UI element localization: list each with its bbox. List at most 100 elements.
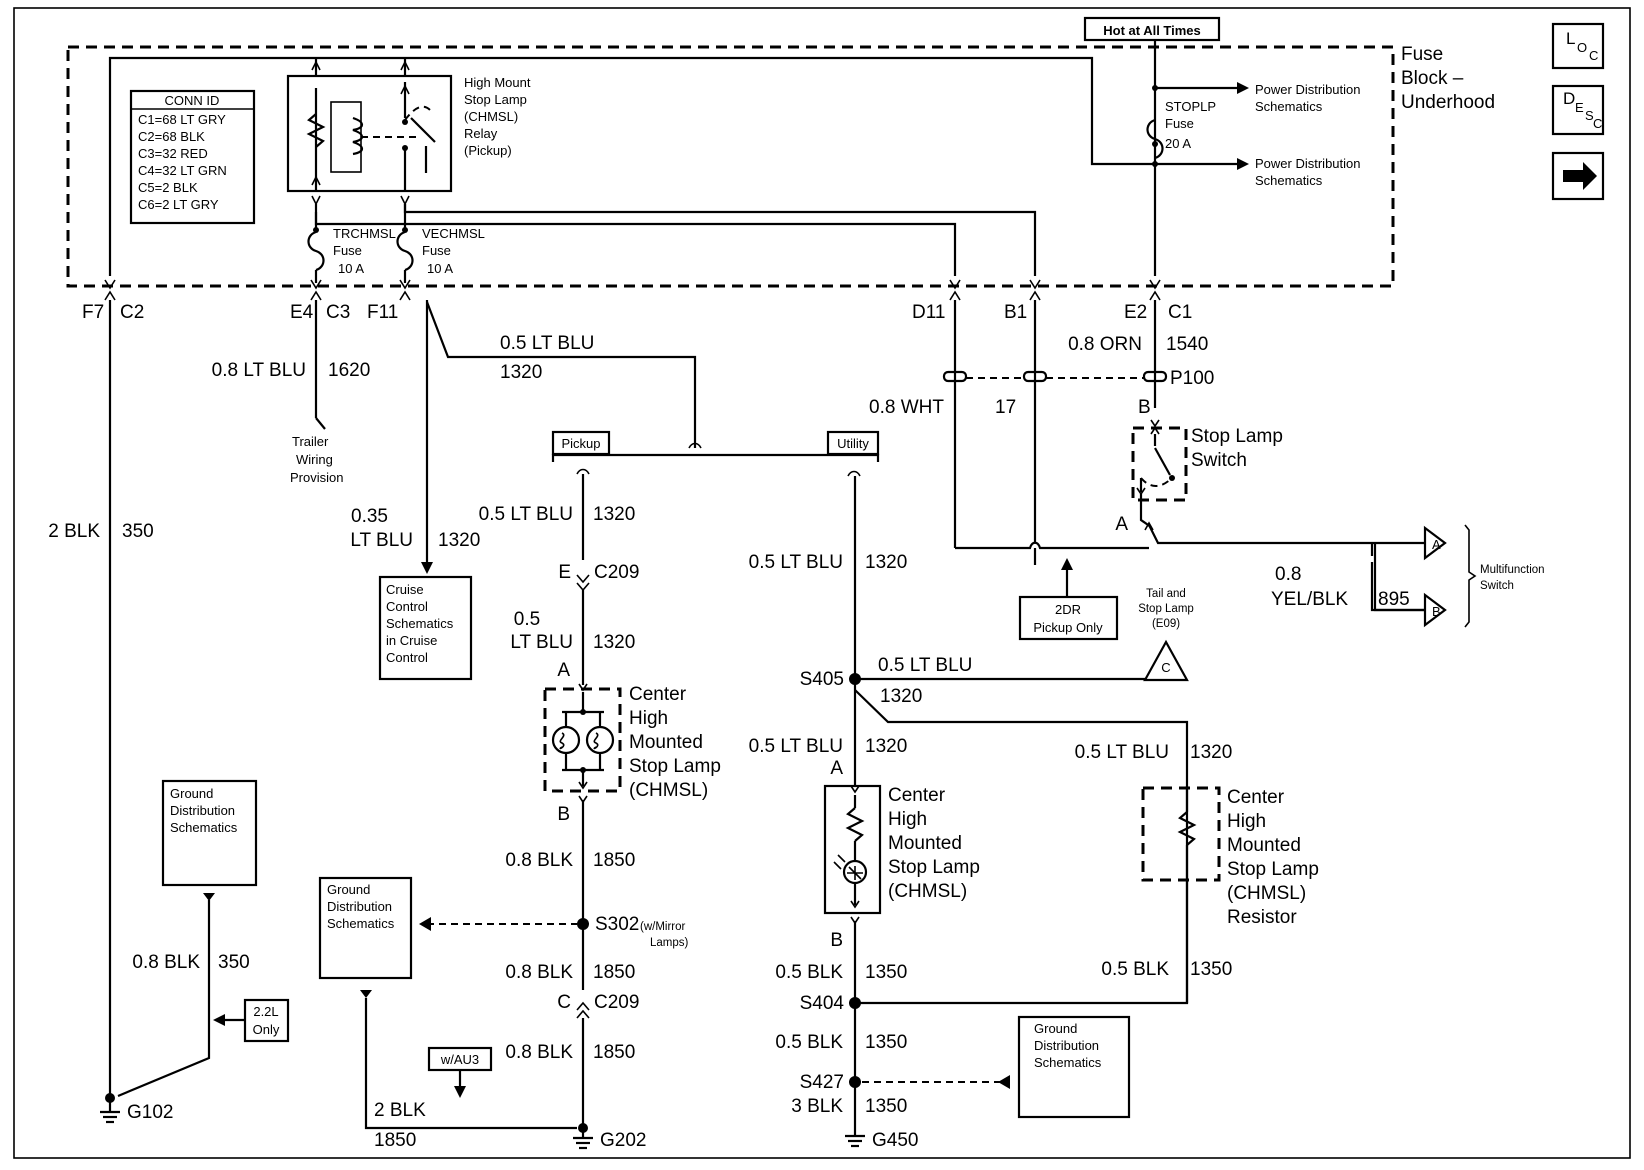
chmsl-resistor-label: (CHMSL): [1227, 883, 1306, 904]
next-arrow-button[interactable]: [1551, 151, 1605, 201]
stoplp-label: 20 A: [1165, 136, 1191, 151]
power-distribution-label-a: Schematics: [1255, 99, 1323, 114]
tail-stop-triangle[interactable]: [1143, 639, 1189, 682]
ground-distribution-box-a[interactable]: [161, 779, 258, 887]
pin-f7: F7: [82, 302, 104, 323]
svg-text:S: S: [1585, 108, 1594, 123]
bus-wire: [108, 56, 1055, 276]
tail-stop-label: Tail and: [1146, 588, 1186, 600]
conn-id-row: C4=32 LT GRN: [138, 163, 227, 178]
chmsl-utility-label: Stop Lamp: [888, 857, 980, 878]
ground-dist-label: Ground: [1034, 1021, 1077, 1036]
wire-label: 1850: [593, 1042, 635, 1063]
wire-label: 895: [1378, 589, 1410, 610]
wire-label: 0.5 LT BLU: [749, 552, 843, 573]
option-bracket: [551, 453, 880, 462]
s404-label: S404: [800, 993, 845, 1014]
fuse-block-label-3: Underhood: [1401, 92, 1495, 113]
chmsl-relay: [286, 58, 453, 206]
ground-dist-label: Ground: [170, 786, 213, 801]
relay-label-4: Relay: [464, 126, 498, 141]
pin-b1: B1: [1004, 302, 1027, 323]
ground-g102-label: G102: [127, 1102, 173, 1123]
wire-label: 2 BLK: [48, 521, 100, 542]
trchmsl-label: Fuse: [333, 243, 362, 258]
fuse-block-label-1: Fuse: [1401, 44, 1443, 65]
wire-label: 1850: [374, 1130, 416, 1151]
wire-label: 1320: [500, 362, 542, 383]
multifunction-label: Multifunction: [1480, 564, 1545, 576]
wire-1320-main: [425, 301, 697, 448]
power-distribution-label-b: Power Distribution: [1255, 156, 1361, 171]
hot-at-all-times-label: Hot at All Times: [1103, 23, 1201, 38]
pickup-option-label: Pickup: [561, 436, 600, 451]
tail-stop-label: Stop Lamp: [1138, 603, 1194, 615]
pin-b: B: [557, 804, 570, 825]
pin-c1: C1: [1168, 302, 1192, 323]
ground-dist-label: Schematics: [1034, 1055, 1102, 1070]
chmsl-utility-label: Center: [888, 785, 946, 806]
s302-note: Lamps): [650, 937, 689, 949]
stoplp-label: Fuse: [1165, 116, 1194, 131]
multifunction-tri-a[interactable]: [1423, 525, 1447, 561]
wire-label: 0.8 BLK: [505, 1042, 573, 1063]
wire-label: LT BLU: [510, 632, 573, 653]
ground-distribution-box-b[interactable]: [318, 876, 413, 980]
wire-label: 1350: [865, 1096, 907, 1117]
conn-id-row: C6=2 LT GRY: [138, 197, 219, 212]
chmsl-resistor-label: Resistor: [1227, 907, 1297, 928]
wire-label: 0.5 LT BLU: [500, 333, 594, 354]
cruise-control-box[interactable]: [378, 575, 473, 681]
wire-label: 1850: [593, 962, 635, 983]
ground-g202-label: G202: [600, 1130, 646, 1151]
power-distribution-label-b: Schematics: [1255, 173, 1323, 188]
cruise-label: in Cruise: [386, 633, 437, 648]
fuse-block-label-2: Block –: [1401, 68, 1464, 89]
conn-id-row: C2=68 BLK: [138, 129, 205, 144]
vechmsl-label: VECHMSL: [422, 226, 485, 241]
wire-label: 0.5 BLK: [775, 1032, 843, 1053]
pin-b: B: [1138, 397, 1151, 418]
location-button[interactable]: L O C: [1551, 22, 1605, 70]
trailer-label: Provision: [290, 470, 343, 485]
only-2-2l-label: Only: [253, 1022, 280, 1037]
fuse-block-outline: [66, 45, 1395, 288]
multifunction-tri-b[interactable]: [1423, 592, 1447, 628]
relay-to-b1-wire: [403, 204, 1037, 276]
s302-note: (w/Mirror: [640, 921, 686, 933]
s405-label: S405: [800, 669, 844, 690]
svg-text:D: D: [1563, 89, 1575, 108]
relay-label-2: Stop Lamp: [464, 92, 527, 107]
wire-label: 0.35: [351, 506, 388, 527]
conn-id-title: CONN ID: [165, 93, 220, 108]
chmsl-resistor-label: Center: [1227, 787, 1285, 808]
stoplp-fuse-icon: [1146, 118, 1164, 160]
wire-label: 1350: [865, 1032, 907, 1053]
pin-c3: C3: [326, 302, 350, 323]
pickup-option-box: [551, 430, 611, 456]
cruise-label: Control: [386, 650, 428, 665]
trailer-label: Wiring: [296, 452, 333, 467]
connector-id-table: CONN ID C1=68 LT GRY C2=68 BLK C3=32 RED…: [129, 89, 256, 225]
stop-lamp-switch-label: Switch: [1191, 450, 1247, 471]
wire-label: 0.8 BLK: [132, 952, 200, 973]
multifunction-brace: [1464, 524, 1477, 628]
wire-label: 1350: [1190, 959, 1232, 980]
ground-distribution-box-c[interactable]: [1017, 1015, 1131, 1119]
wire-label: 0.5 LT BLU: [1075, 742, 1169, 763]
page-border: [13, 7, 1631, 1159]
description-button[interactable]: D E S C: [1551, 84, 1605, 136]
s302-label: S302: [595, 914, 639, 935]
conn-id-row: C5=2 BLK: [138, 180, 198, 195]
s427-label: S427: [800, 1072, 844, 1093]
wire-to-multi: [955, 541, 1149, 550]
wire-label: 2 BLK: [374, 1100, 426, 1121]
stop-lamp-switch: [1131, 426, 1188, 502]
two-door-pickup-box: [1018, 595, 1119, 641]
ground-g450-icon: [845, 1117, 865, 1148]
wire-350-ground: [117, 900, 211, 1098]
wire-label: 0.8 BLK: [505, 962, 573, 983]
ground-g450-label: G450: [872, 1130, 918, 1151]
two-door-label: 2DR: [1055, 602, 1081, 617]
wire-label: 1320: [880, 686, 922, 707]
